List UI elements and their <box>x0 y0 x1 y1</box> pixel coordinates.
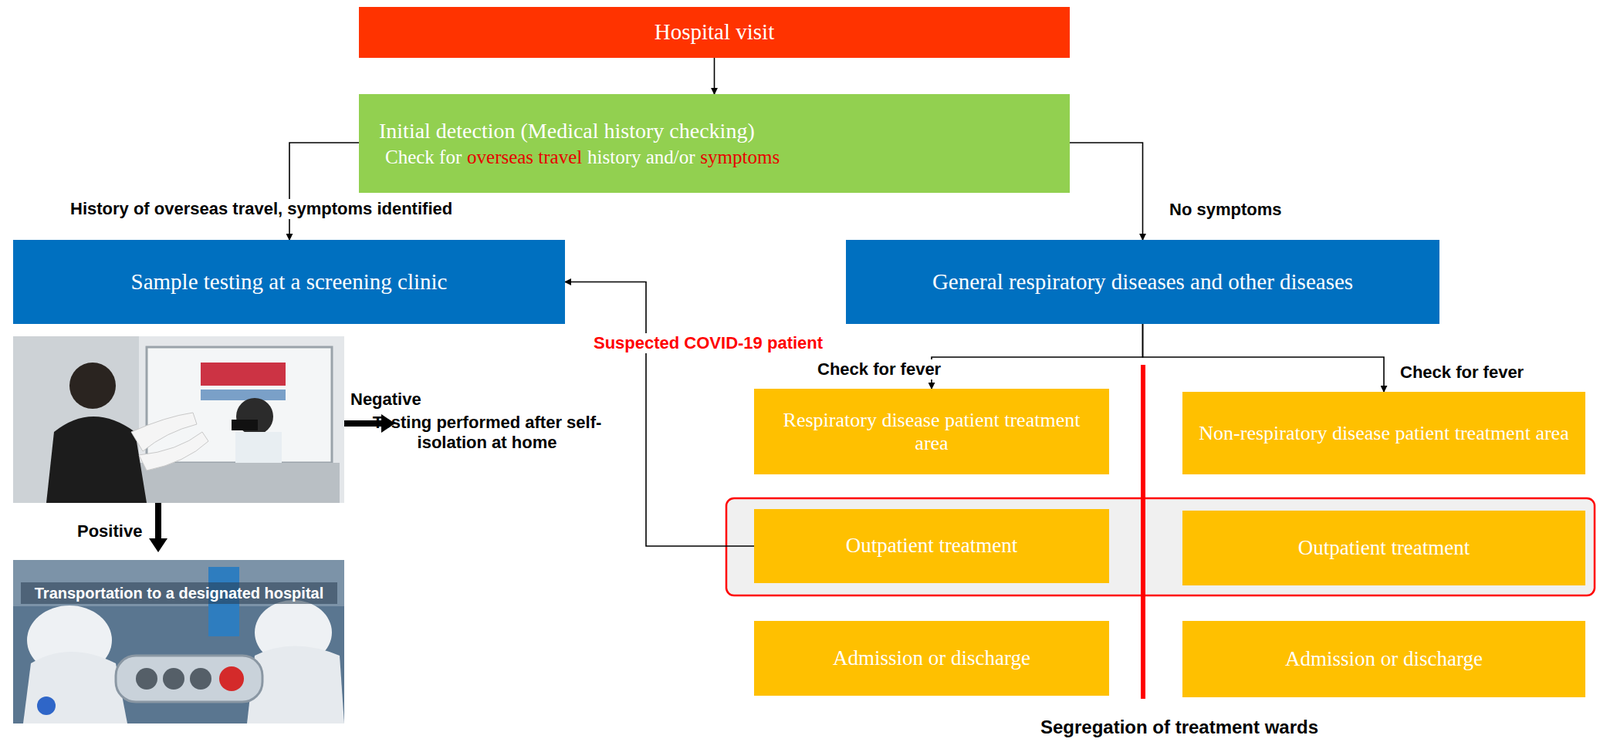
box-text: Respiratory disease patient treatment ar… <box>764 409 1099 456</box>
flow-arrow <box>713 57 716 95</box>
positive-arrow <box>148 503 168 553</box>
outpatient-group-outline <box>726 498 1595 596</box>
edge-label: History of overseas travel, symptoms ide… <box>67 199 455 220</box>
box-text: General respiratory diseases and other d… <box>932 269 1354 295</box>
area-box: Non-respiratory disease patient treatmen… <box>1182 392 1586 475</box>
treatment-box: Outpatient treatment <box>754 509 1110 584</box>
photo-caption: Transportation to a designated hospital <box>20 582 338 605</box>
outcome-box: Admission or discharge <box>1182 621 1586 698</box>
box-text: Admission or discharge <box>832 646 1031 671</box>
box-text: Outpatient treatment <box>1298 536 1471 561</box>
start-box: Hospital visit <box>358 6 1070 58</box>
box-text: Non-respiratory disease patient treatmen… <box>1198 422 1569 446</box>
flow-arrow <box>1069 142 1144 241</box>
note-text: Testing performed after self-isolation a… <box>359 412 615 454</box>
box-heading: Initial detection (Medical history check… <box>378 118 755 144</box>
flow-arrow <box>1143 324 1385 393</box>
process-box: Sample testing at a screening clinic <box>13 240 565 325</box>
section-caption: Segregation of treatment wards <box>1017 717 1342 738</box>
outcome-box: Admission or discharge <box>754 621 1110 697</box>
box-text: overseas travel <box>466 146 582 168</box>
box-text: Hospital visit <box>654 19 775 45</box>
edge-label: No symptoms <box>1167 199 1284 220</box>
text-line: Check foroverseas travelhistory and/orsy… <box>378 146 785 170</box>
box-text: Outpatient treatment <box>845 534 1019 559</box>
edge-label: Check for fever <box>1397 362 1526 383</box>
box-text: Check for <box>385 146 462 168</box>
flow-arrow <box>931 324 1144 390</box>
process-box: General respiratory diseases and other d… <box>845 240 1440 325</box>
box-text: Sample testing at a screening clinic <box>131 269 448 295</box>
edge-label: Check for fever <box>815 359 944 380</box>
segregation-line <box>1140 365 1146 700</box>
box-text: Admission or discharge <box>1285 647 1483 672</box>
result-label: Positive <box>77 521 143 542</box>
box-text: history and/or <box>587 146 696 168</box>
box-text: symptoms <box>700 146 780 168</box>
transport-photo <box>13 560 345 724</box>
area-box: Respiratory disease patient treatment ar… <box>754 389 1110 475</box>
flow-arrow <box>289 142 359 241</box>
edge-label: Suspected COVID-19 patient <box>591 333 826 354</box>
process-box: Initial detection (Medical history check… <box>358 94 1070 193</box>
screening-photo <box>13 336 345 504</box>
result-label: Negative <box>350 389 422 410</box>
treatment-box: Outpatient treatment <box>1182 510 1586 586</box>
